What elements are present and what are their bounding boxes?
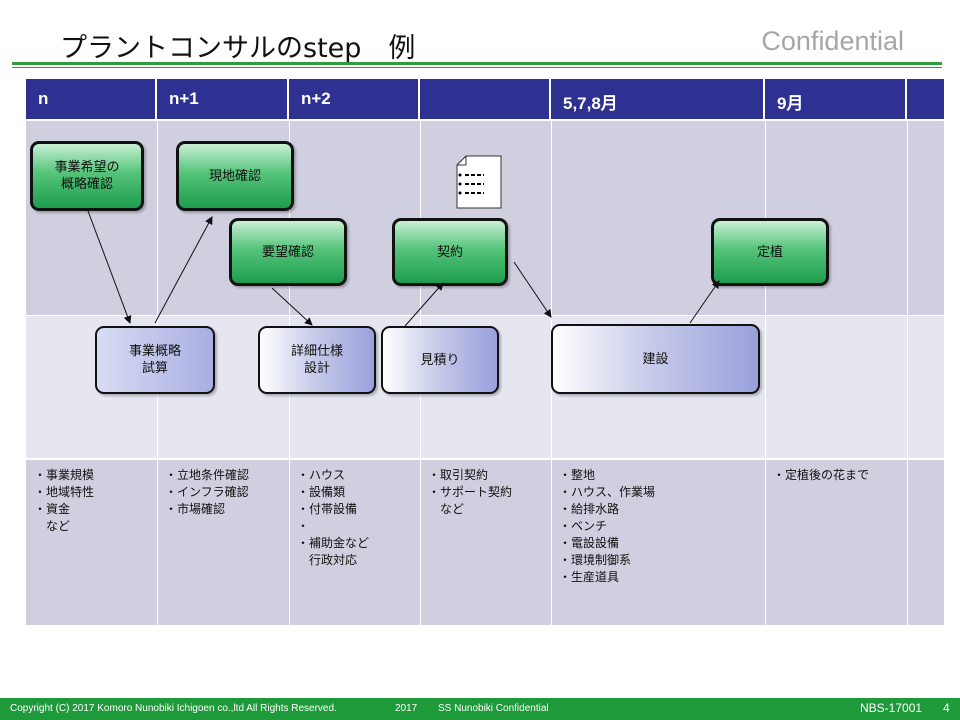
step-concept-check[interactable]: 事業希望の 概略確認: [30, 141, 144, 211]
footer-bar: Copyright (C) 2017 Komoro Nunobiki Ichig…: [0, 698, 960, 720]
step-planting[interactable]: 定植: [711, 218, 829, 286]
step-label: 見積り: [420, 352, 460, 368]
footer-year: 2017: [395, 703, 418, 714]
detail-text-n1: ・立地条件確認 ・インフラ確認 ・市場確認: [165, 468, 250, 516]
step-label: 要望確認: [261, 244, 314, 260]
step-label: 現地確認: [208, 168, 261, 184]
detail-text-planting: ・定植後の花まで: [773, 468, 870, 482]
col-header-n1: n+1: [157, 79, 289, 119]
detail-text-construction: ・整地 ・ハウス、作業場 ・給排水路 ・ベンチ ・電設設備 ・環境制御系 ・生産…: [559, 468, 656, 584]
confidential-mark: Confidential: [761, 26, 904, 56]
step-detailed-design[interactable]: 詳細仕様 設計: [258, 326, 376, 394]
step-label: 事業希望の 概略確認: [54, 160, 120, 192]
footer-copyright: Copyright (C) 2017 Komoro Nunobiki Ichig…: [10, 703, 337, 714]
title-rule-thin: [12, 67, 942, 68]
col-header-n2: n+2: [289, 79, 420, 119]
col-header-sep: 9月: [765, 79, 907, 119]
column-divider: [907, 121, 908, 625]
footer-confidential: SS Nunobiki Confidential: [438, 703, 549, 714]
col-header-months: 5,7,8月: [551, 79, 765, 119]
step-label: 定植: [756, 244, 783, 260]
page-title: プラントコンサルのstep 例: [60, 33, 416, 64]
step-construction[interactable]: 建設: [551, 324, 760, 394]
band-details: [26, 460, 944, 625]
step-contract[interactable]: 契約: [392, 218, 508, 286]
col-header-end: [907, 79, 944, 119]
step-site-check[interactable]: 現地確認: [176, 141, 294, 211]
col-header-blank: [420, 79, 551, 119]
step-label: 契約: [436, 244, 463, 260]
document-icon: [456, 155, 502, 209]
column-divider: [765, 121, 766, 625]
step-quotation[interactable]: 見積り: [381, 326, 499, 394]
step-label: 建設: [642, 351, 669, 367]
footer-doc-code: NBS-17001: [860, 701, 923, 715]
col-header-n: n: [26, 79, 157, 119]
detail-text-contract: ・取引契約 ・サポート契約 など: [428, 468, 513, 516]
title-rule: [12, 62, 942, 65]
detail-text-n: ・事業規模 ・地域特性 ・資金 など: [34, 468, 95, 533]
detail-text-n2: ・ハウス ・設備類 ・付帯設備 ・ ・補助金など 行政対応: [297, 468, 370, 567]
step-label: 詳細仕様 設計: [290, 344, 343, 376]
step-requirement-check[interactable]: 要望確認: [229, 218, 347, 286]
footer-page-number: 4: [943, 701, 950, 715]
step-business-estimate[interactable]: 事業概略 試算: [95, 326, 215, 394]
step-label: 事業概略 試算: [128, 344, 181, 376]
